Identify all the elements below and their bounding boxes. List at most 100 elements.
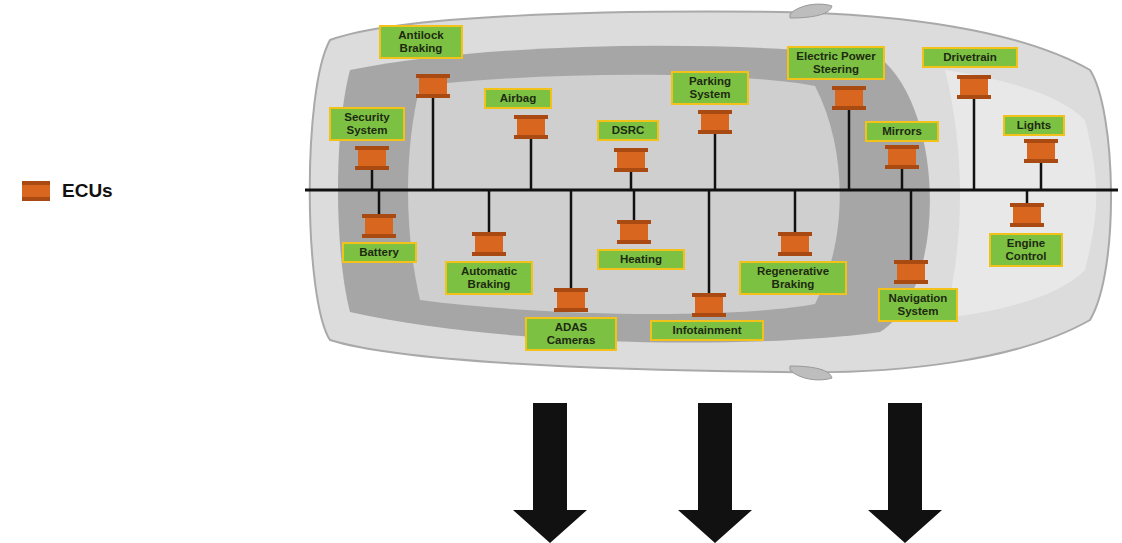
ecu-flange bbox=[692, 293, 726, 297]
legend-swatch bbox=[22, 181, 50, 201]
ecu-flange bbox=[698, 110, 732, 114]
ecu-label: Airbag bbox=[489, 92, 547, 105]
ecu-flange bbox=[1010, 203, 1044, 207]
ecu-wire bbox=[432, 98, 435, 190]
ecu-icon bbox=[557, 292, 585, 308]
ecu-wire bbox=[1026, 190, 1029, 203]
ecu-icons bbox=[355, 74, 1058, 317]
ecu-flange bbox=[416, 94, 450, 98]
ecu-wire bbox=[378, 190, 381, 214]
ecu-label: Lights bbox=[1008, 119, 1060, 132]
ecu-wire bbox=[794, 190, 797, 232]
ecu-icon bbox=[517, 119, 545, 135]
ecu-flange bbox=[472, 232, 506, 236]
ecu-wire bbox=[570, 190, 573, 288]
ecu-label-box: DSRC bbox=[597, 120, 659, 141]
ecu-label-box: Battery bbox=[342, 242, 417, 263]
ecu-icon bbox=[960, 79, 988, 95]
ecu-flange bbox=[416, 74, 450, 78]
ecu-label-box: Navigation System bbox=[878, 288, 958, 322]
ecu-flange bbox=[698, 130, 732, 134]
ecu-icon bbox=[620, 224, 648, 240]
ecu-flange bbox=[885, 145, 919, 149]
ecu-wire bbox=[848, 110, 851, 190]
ecu-label-box: Mirrors bbox=[865, 121, 939, 142]
ecu-flange bbox=[554, 288, 588, 292]
side-mirror bbox=[790, 366, 832, 380]
ecu-label: Infotainment bbox=[655, 324, 759, 337]
side-mirror bbox=[790, 4, 832, 18]
car-body bbox=[310, 12, 1111, 373]
ecu-label: Heating bbox=[602, 253, 680, 266]
bus-line bbox=[305, 189, 1118, 192]
ecu-icon bbox=[1027, 143, 1055, 159]
ecu-wire bbox=[371, 170, 374, 190]
ecu-label-box: Infotainment bbox=[650, 320, 764, 341]
ecu-label: Parking System bbox=[676, 75, 744, 101]
ecu-flange bbox=[554, 308, 588, 312]
ecu-label-box: Antilock Braking bbox=[379, 25, 463, 59]
ecu-icon bbox=[358, 150, 386, 166]
ecu-label: Electric Power Steering bbox=[792, 50, 880, 76]
ecu-flange bbox=[885, 165, 919, 169]
ecu-label-box: Security System bbox=[329, 107, 405, 141]
ecu-icon bbox=[695, 297, 723, 313]
ecu-flange bbox=[614, 148, 648, 152]
ecu-flange bbox=[617, 240, 651, 244]
ecu-label: Battery bbox=[347, 246, 412, 259]
ecu-icon bbox=[1013, 207, 1041, 223]
ecu-label: Antilock Braking bbox=[384, 29, 458, 55]
ecu-flange bbox=[514, 135, 548, 139]
ecu-flange bbox=[957, 95, 991, 99]
ecu-flange bbox=[355, 146, 389, 150]
down-arrow bbox=[678, 403, 752, 543]
ecu-label-box: Regenerative Braking bbox=[739, 261, 847, 295]
ecu-label: Security System bbox=[334, 111, 400, 137]
ecu-flange bbox=[957, 75, 991, 79]
ecu-icon bbox=[897, 264, 925, 280]
ecu-label-box: Automatic Braking bbox=[445, 261, 533, 295]
ecu-label: ADAS Cameras bbox=[530, 321, 612, 347]
ecu-wire bbox=[488, 190, 491, 232]
ecu-icon bbox=[781, 236, 809, 252]
ecu-flange bbox=[472, 252, 506, 256]
ecu-wire bbox=[973, 99, 976, 190]
ecu-flange bbox=[362, 214, 396, 218]
ecu-flange bbox=[778, 252, 812, 256]
ecu-label: Navigation System bbox=[883, 292, 953, 318]
ecu-label-box: Heating bbox=[597, 249, 685, 270]
ecu-label-box: Airbag bbox=[484, 88, 552, 109]
ecu-label-box: Drivetrain bbox=[922, 47, 1018, 68]
ecu-icon bbox=[617, 152, 645, 168]
ecu-label: Engine Control bbox=[994, 237, 1058, 263]
ecu-icon bbox=[835, 90, 863, 106]
ecu-label: Regenerative Braking bbox=[744, 265, 842, 291]
car-glass bbox=[338, 46, 930, 343]
ecu-flange bbox=[362, 234, 396, 238]
ecu-flange bbox=[1024, 139, 1058, 143]
car-hood bbox=[945, 70, 1096, 318]
ecu-label-box: Parking System bbox=[671, 71, 749, 105]
ecu-label-box: Electric Power Steering bbox=[787, 46, 885, 80]
ecu-wire bbox=[1040, 163, 1043, 190]
ecu-icon bbox=[365, 218, 393, 234]
down-arrow bbox=[513, 403, 587, 543]
ecu-flange bbox=[832, 86, 866, 90]
ecu-wire bbox=[901, 169, 904, 190]
ecu-wire bbox=[714, 134, 717, 190]
ecu-wire bbox=[910, 190, 913, 260]
ecu-icon bbox=[701, 114, 729, 130]
legend: ECUs bbox=[22, 180, 113, 202]
ecu-wire bbox=[633, 190, 636, 220]
ecu-label: Drivetrain bbox=[927, 51, 1013, 64]
ecu-flange bbox=[614, 168, 648, 172]
ecu-flange bbox=[617, 220, 651, 224]
ecu-flange bbox=[778, 232, 812, 236]
ecu-label-box: Lights bbox=[1003, 115, 1065, 136]
ecu-flange bbox=[692, 313, 726, 317]
ecu-wire bbox=[630, 172, 633, 190]
ecu-icon bbox=[419, 78, 447, 94]
ecu-flange bbox=[894, 280, 928, 284]
